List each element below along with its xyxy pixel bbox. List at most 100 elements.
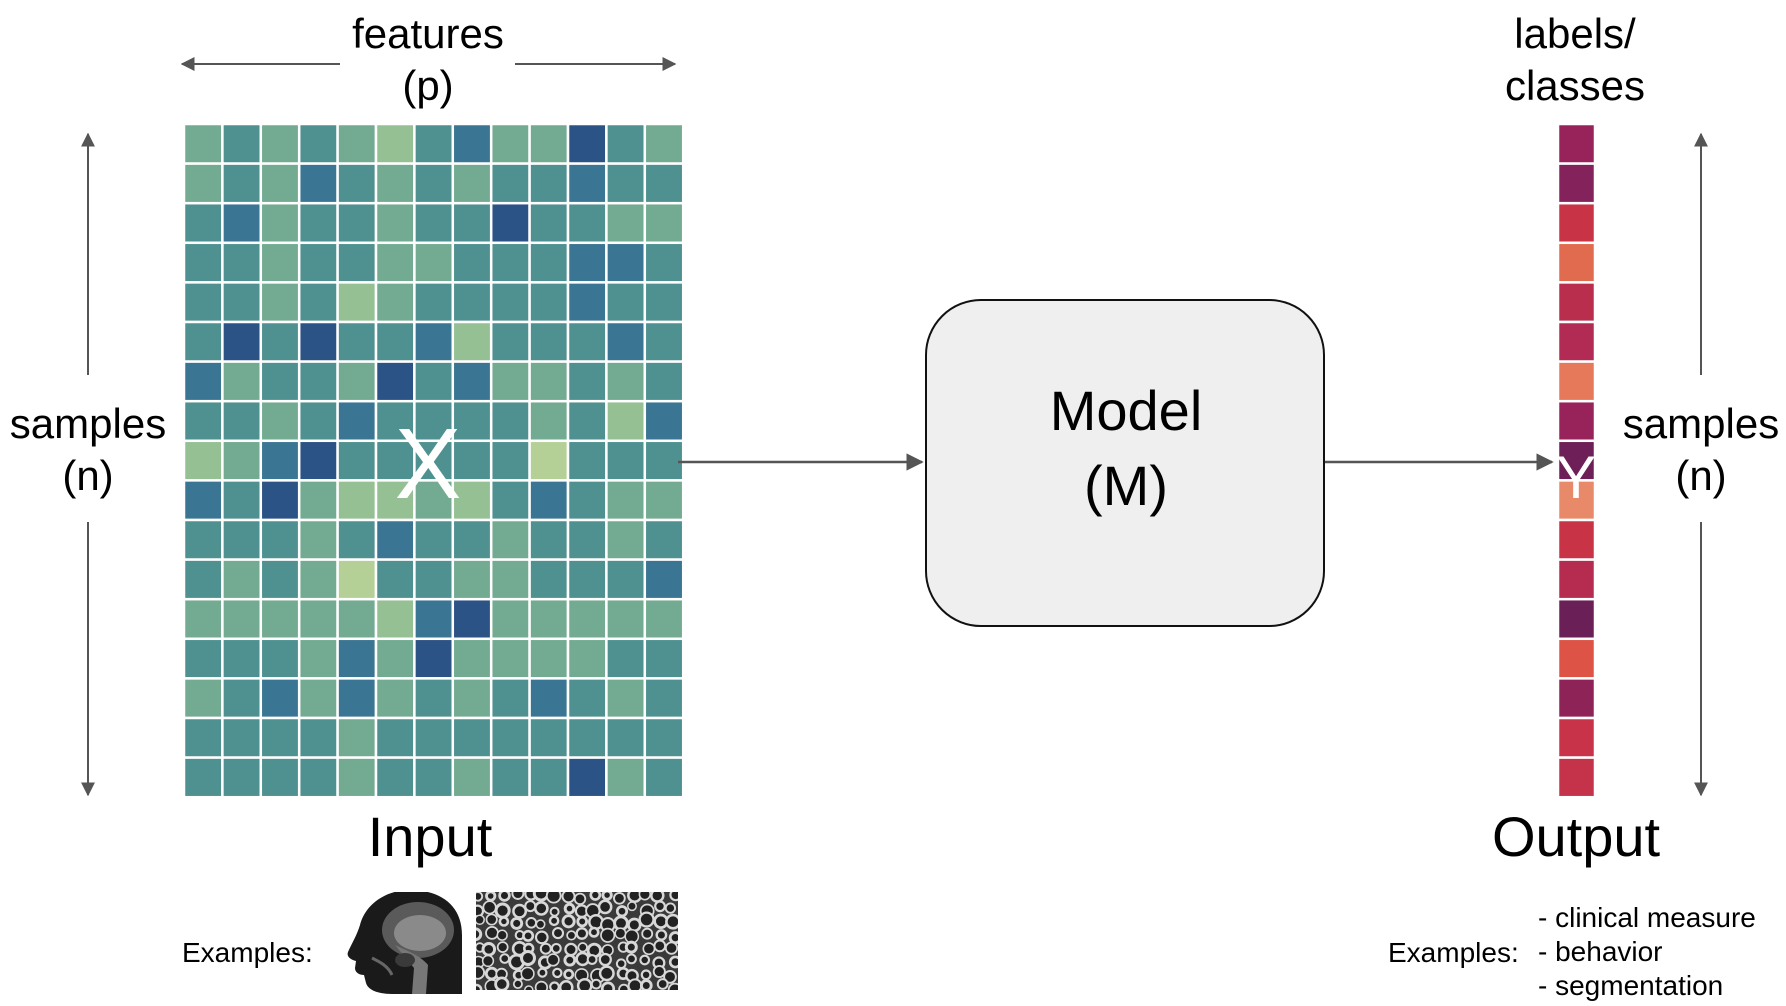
matrix-cell: [528, 320, 570, 363]
matrix-cell: [259, 518, 301, 561]
matrix-cell: [528, 122, 570, 165]
matrix-cell: [297, 716, 339, 759]
matrix-cell: [221, 558, 263, 601]
matrix-cell: [221, 281, 263, 324]
label-cell: [1556, 241, 1597, 284]
cell-texture-mark: [520, 950, 536, 966]
matrix-cell: [489, 201, 531, 245]
cell-texture-mark: [564, 942, 578, 957]
matrix-cell: [259, 399, 301, 443]
cell-texture-mark: [496, 941, 509, 953]
matrix-cell: [182, 597, 224, 641]
matrix-cell: [336, 637, 378, 680]
matrix-cell: [489, 241, 531, 284]
output-example-item: - clinical measure: [1538, 902, 1756, 933]
matrix-cell: [528, 399, 570, 443]
matrix-cell: [566, 637, 608, 680]
matrix-cell: [451, 597, 493, 641]
matrix-cell: [605, 320, 647, 363]
matrix-cell: [336, 597, 378, 641]
cell-texture-mark: [476, 983, 483, 990]
matrix-cell: [566, 122, 608, 165]
matrix-cell: [413, 320, 455, 363]
cell-texture-mark: [563, 953, 577, 967]
matrix-cell: [566, 716, 608, 759]
matrix-cell: [336, 677, 378, 720]
matrix-cell: [374, 281, 416, 324]
matrix-cell: [336, 320, 378, 363]
matrix-cell: [413, 558, 455, 601]
cell-texture-mark: [639, 954, 651, 966]
cell-texture-mark: [600, 981, 616, 990]
matrix-cell: [605, 479, 647, 522]
matrix-cell: [374, 320, 416, 363]
cell-texture-mark: [498, 916, 510, 927]
matrix-cell: [451, 241, 493, 284]
matrix-cell: [566, 281, 608, 324]
matrix-cell: [182, 558, 224, 601]
cell-texture-mark: [627, 917, 642, 933]
matrix-cell: [528, 716, 570, 759]
matrix-cell: [182, 122, 224, 165]
cell-texture-mark: [650, 892, 665, 903]
cell-texture-mark: [496, 929, 508, 941]
matrix-cell: [374, 558, 416, 601]
label-cell: [1556, 597, 1597, 641]
matrix-cell: [643, 162, 685, 205]
matrix-cell: [374, 597, 416, 641]
matrix-cell: [297, 558, 339, 601]
cell-texture-mark: [588, 926, 600, 938]
cell-texture-mark: [601, 892, 613, 901]
output-example-item: - behavior: [1538, 936, 1663, 967]
cell-texture-mark: [641, 927, 654, 940]
matrix-cell: [528, 637, 570, 680]
cell-texture-mark: [640, 969, 652, 981]
label-cell: [1556, 439, 1597, 482]
cell-texture-mark: [575, 927, 589, 940]
cell-texture-mark: [615, 905, 629, 918]
features-symbol: (p): [402, 62, 453, 109]
matrix-cell: [643, 122, 685, 165]
matrix-cell: [259, 756, 301, 799]
matrix-cell: [374, 518, 416, 561]
label-cell: [1556, 518, 1597, 561]
matrix-cell: [336, 479, 378, 522]
input-feature-matrix: [182, 122, 685, 799]
matrix-cell: [336, 360, 378, 403]
matrix-cell: [182, 518, 224, 561]
label-cell: [1556, 201, 1597, 245]
cell-texture-mark: [476, 927, 483, 942]
matrix-cell: [605, 122, 647, 165]
matrix-cell: [489, 479, 531, 522]
cell-texture-mark: [533, 901, 549, 916]
matrix-cell: [297, 518, 339, 561]
matrix-cell: [182, 399, 224, 443]
matrix-cell: [182, 241, 224, 284]
matrix-cell: [259, 439, 301, 482]
output-samples-label: samples: [1623, 400, 1779, 447]
labels-classes-annotation: labels/ classes: [1505, 10, 1645, 109]
matrix-cell: [413, 162, 455, 205]
matrix-cell: [451, 716, 493, 759]
cell-texture-mark: [550, 942, 562, 954]
matrix-cell: [528, 201, 570, 245]
matrix-cell: [643, 439, 685, 482]
matrix-cell: [259, 320, 301, 363]
cell-texture-mark: [656, 978, 669, 990]
cell-texture-mark: [551, 927, 565, 940]
cell-texture-mark: [667, 982, 678, 990]
matrix-cell: [566, 399, 608, 443]
matrix-cell: [528, 241, 570, 284]
cell-texture-mark: [476, 914, 485, 926]
matrix-cell: [182, 637, 224, 680]
label-cell: [1556, 281, 1597, 324]
matrix-cell: [221, 439, 263, 482]
matrix-cell: [489, 399, 531, 443]
matrix-cell: [528, 756, 570, 799]
matrix-cell: [528, 162, 570, 205]
cell-texture-mark: [624, 940, 638, 954]
classes-label: classes: [1505, 62, 1645, 109]
cell-texture-mark: [626, 953, 637, 965]
cell-texture-mark: [627, 901, 637, 912]
matrix-cell: [605, 399, 647, 443]
